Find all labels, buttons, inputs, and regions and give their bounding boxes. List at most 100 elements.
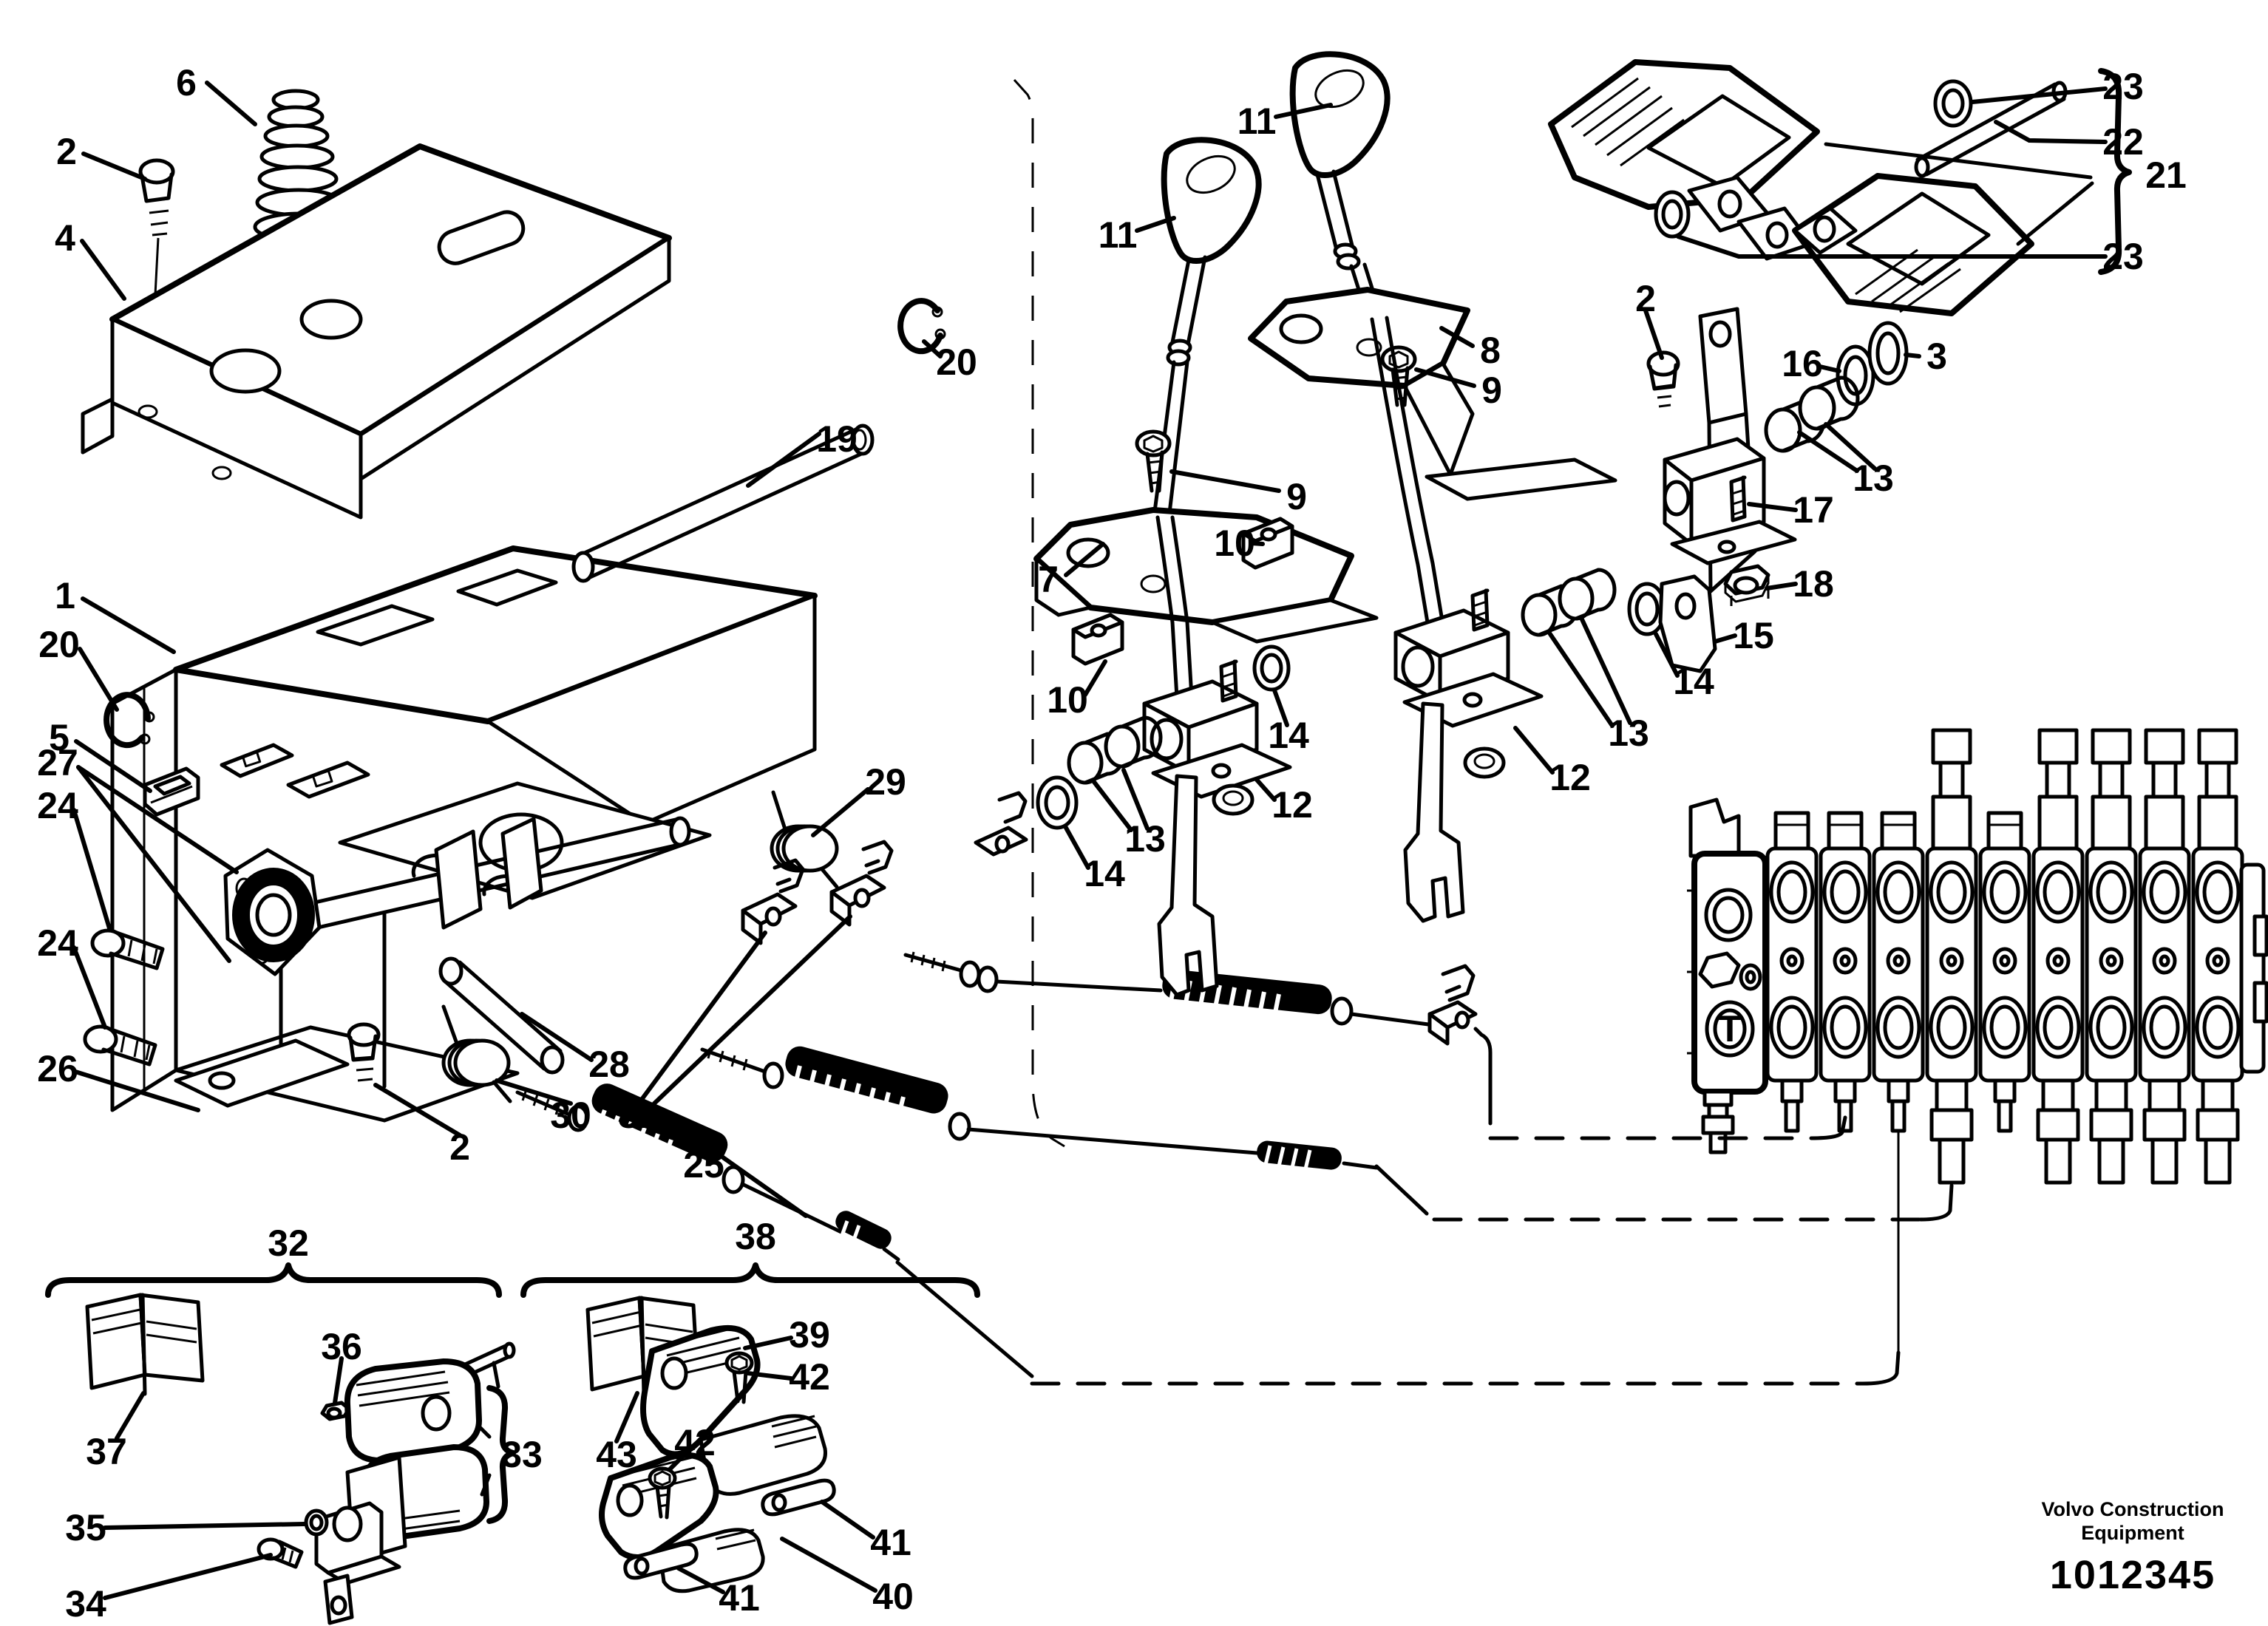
callout-leader-line (1643, 308, 1664, 360)
callout-number: 10 (1047, 679, 1088, 721)
callout-13-37: 13 (1797, 422, 1894, 499)
callout-number: 23 (2102, 66, 2144, 107)
part-5-clip-nut (143, 766, 200, 817)
callout-number: 13 (1853, 457, 1894, 499)
part-13-bushings-column (1764, 375, 1860, 453)
callout-number: 14 (1673, 661, 1714, 702)
valve-section-2 (1819, 811, 1872, 1133)
callout-leader-line (1713, 633, 1737, 644)
part-34-bolt (257, 1537, 304, 1569)
callout-leader-line (1439, 326, 1475, 348)
callout-number: 21 (2145, 154, 2187, 196)
callout-20-17: 20 (922, 339, 977, 383)
callout-number: 12 (1549, 757, 1591, 798)
callout-number: 15 (1733, 615, 1774, 656)
lever-right (1241, 51, 1717, 923)
callout-leader-line (1272, 688, 1289, 727)
callout-leader-line (1121, 768, 1150, 831)
callout-43-51: 43 (596, 1391, 639, 1475)
part-28-rod (438, 956, 565, 1075)
callout-number: 13 (1608, 712, 1649, 754)
frame-cross-shaft (251, 816, 691, 943)
callout-number: 24 (37, 785, 78, 826)
callout-leader-line (1064, 826, 1090, 870)
callout-leader-line (1797, 430, 1859, 473)
callout-number: 2 (449, 1126, 470, 1168)
part-25-control-cables (515, 951, 1478, 1262)
callout-number: 20 (38, 624, 80, 665)
callout-9-22: 9 (1414, 367, 1502, 411)
part-29-spring (770, 790, 839, 889)
callout-leader-line (73, 1069, 200, 1112)
callout-leader-line (72, 945, 107, 1030)
callout-39-53: 39 (743, 1314, 830, 1355)
part-26-pivot-plate (174, 1038, 350, 1108)
valve-section-8 (2138, 728, 2191, 1185)
callout-2-1: 2 (56, 131, 147, 181)
part-24-bolt-lower (83, 1024, 157, 1067)
callout-leader-line (676, 1566, 725, 1594)
part-13-bushings-right (1521, 568, 1617, 637)
callout-26-9: 26 (37, 1048, 200, 1112)
part-41-clip-right (761, 1478, 836, 1517)
callout-leader-line (746, 432, 821, 488)
valve-sections (1765, 728, 2244, 1185)
part-9-screw-left (1135, 429, 1172, 493)
callout-13-28: 13 (1092, 768, 1166, 860)
part-43-manual (585, 1296, 700, 1398)
callout-number: 19 (816, 418, 858, 460)
brace-38 (520, 1262, 980, 1298)
part-18-nut (1723, 564, 1770, 606)
callout-35-48: 35 (65, 1507, 307, 1548)
pedal-upper (1548, 59, 1820, 261)
part-10-square-nut-left (1071, 613, 1124, 666)
callout-number: 20 (936, 341, 977, 383)
callout-number: 41 (719, 1577, 760, 1619)
callout-leader-line (1676, 234, 2108, 259)
callout-12-26: 12 (1254, 778, 1313, 826)
callout-number: 12 (1271, 784, 1313, 826)
callout-15-33: 15 (1713, 615, 1774, 656)
callout-number: 18 (1793, 563, 1834, 605)
valve-inlet-section: T (1684, 797, 1768, 1154)
callout-leader-line (78, 647, 119, 712)
callout-number: 42 (674, 1422, 716, 1463)
callout-leader-line (80, 239, 126, 301)
callout-leader-line (72, 808, 112, 931)
callout-number: 11 (1099, 214, 1138, 256)
callout-20-4: 20 (38, 624, 119, 712)
callout-number: 36 (321, 1326, 362, 1367)
route-1 (1473, 1027, 1847, 1140)
callout-number: 14 (1084, 853, 1125, 894)
valve-section-7 (2085, 728, 2138, 1185)
callout-number: 9 (1286, 476, 1307, 517)
callout-leader-line (1135, 216, 1176, 233)
callout-leader-line (373, 1083, 462, 1137)
route-3 (895, 1132, 1901, 1386)
callout-leader-line (746, 1371, 793, 1381)
callout-leader-line (333, 1356, 344, 1405)
callout-leader-line (1169, 469, 1281, 493)
callout-33-47: 33 (501, 1434, 543, 1475)
callout-leader-line (520, 1012, 594, 1062)
callout-leader-line (76, 765, 239, 874)
callout-6-0: 6 (176, 62, 257, 126)
t-port-label: T (1719, 1008, 1742, 1050)
valve-section-6 (2031, 728, 2085, 1185)
part-14-washer-right (1627, 582, 1667, 636)
callout-41-55: 41 (820, 1500, 911, 1563)
callout-number: 30 (550, 1095, 591, 1136)
callout-number: 22 (2102, 121, 2144, 163)
pedal-lower (1792, 173, 2034, 316)
part-24-bolt-upper (90, 928, 165, 970)
callout-number: 3 (1926, 336, 1947, 377)
callout-27-6: 27 (37, 742, 239, 963)
callout-leader-line (1064, 542, 1105, 577)
callout-leader-line (1092, 780, 1133, 832)
callout-42-54: 42 (746, 1356, 830, 1398)
part-9-screw-right (1380, 345, 1417, 407)
callout-leader-line (780, 1537, 877, 1593)
